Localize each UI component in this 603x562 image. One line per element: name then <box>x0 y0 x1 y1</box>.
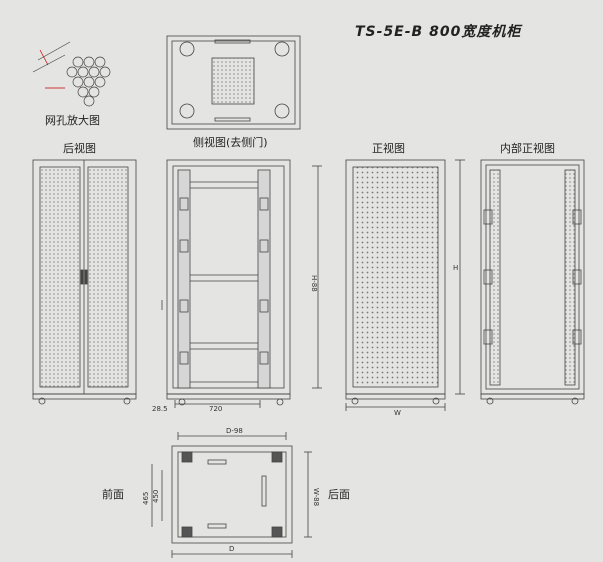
back-view-label: 后视图 <box>63 141 96 155</box>
inner-front-view-label: 内部正视图 <box>500 141 555 155</box>
dim-base-450: 450 <box>152 490 160 503</box>
back-view <box>32 159 137 405</box>
front-view-label: 正视图 <box>372 141 405 155</box>
inner-front-view <box>480 159 585 405</box>
front-label: 前面 <box>102 487 124 501</box>
dim-d-98: D-98 <box>226 427 243 435</box>
dim-d: D <box>229 545 234 553</box>
top-view <box>166 35 301 130</box>
dim-h-88: H-88 <box>310 275 318 292</box>
dim-side-offset: 28.5 <box>152 405 168 413</box>
mesh-detail <box>32 41 111 107</box>
mesh-detail-label: 网孔放大图 <box>45 113 100 127</box>
back-label: 后面 <box>328 488 350 501</box>
front-view <box>345 159 465 411</box>
dim-h: H <box>453 264 458 272</box>
dim-w: W <box>394 409 401 417</box>
side-view <box>161 159 322 408</box>
dim-base-465: 465 <box>142 492 150 505</box>
base-view <box>151 432 312 558</box>
side-view-label: 侧视图(去侧门) <box>193 135 268 149</box>
dim-w-88: W-88 <box>312 488 320 506</box>
drawing-title: TS-5E-B 800宽度机柜 <box>355 23 523 40</box>
dim-side-depth: 720 <box>209 405 222 413</box>
